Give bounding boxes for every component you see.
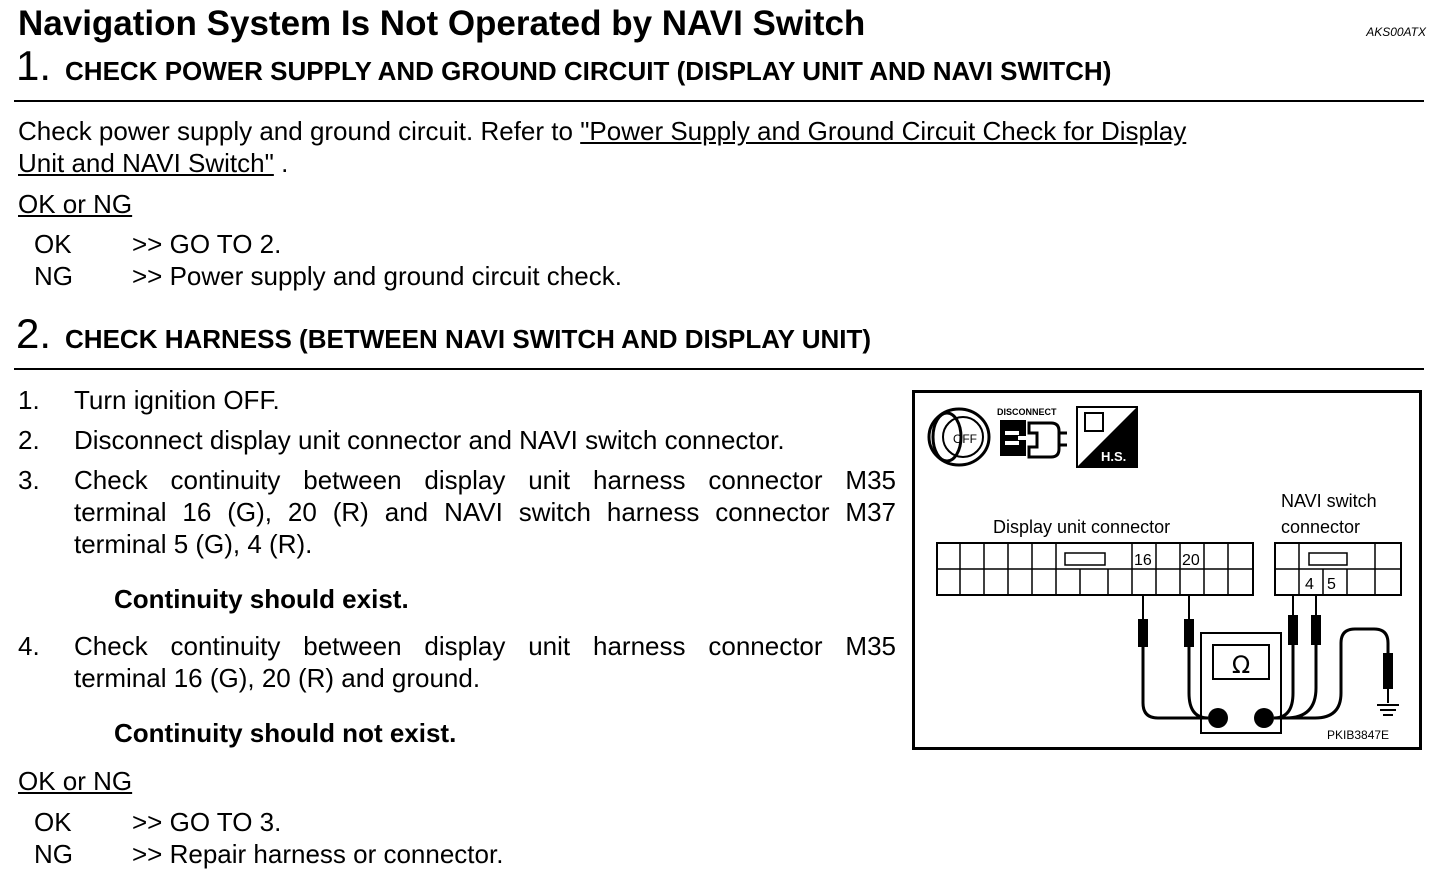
step-2-heading: CHECK HARNESS (BETWEEN NAVI SWITCH AND D… <box>65 324 872 354</box>
step-1-ok-ng-label: OK or NG <box>18 189 133 219</box>
step-2-number: 2. <box>16 310 52 357</box>
list-item: Check continuity between display unit ha… <box>74 631 896 661</box>
harness-side-icon: H.S. <box>1076 406 1138 468</box>
step-1-instruction-suffix: . <box>273 148 289 178</box>
ohm-symbol: Ω <box>1232 651 1250 679</box>
disconnect-label: DISCONNECT <box>997 407 1057 417</box>
list-item-cont: terminal 16 (G), 20 (R) and ground. <box>74 663 481 693</box>
list-item-number: 1. <box>18 385 40 415</box>
test-leads <box>1141 627 1390 720</box>
off-label: OFF <box>953 432 977 446</box>
ng-action: >> Repair harness or connector. <box>132 839 504 869</box>
terminal-20-label: 20 <box>1182 552 1200 569</box>
power-supply-ground-check-link-cont[interactable]: Unit and NAVI Switch" <box>18 148 274 178</box>
step-1-ng-row: NG >> Power supply and ground circuit ch… <box>0 261 900 293</box>
list-item: Disconnect display unit connector and NA… <box>74 425 785 455</box>
step-2-header: 2. CHECK HARNESS (BETWEEN NAVI SWITCH AND… <box>16 310 871 358</box>
step-2-divider <box>14 368 1424 370</box>
list-item-number: 2. <box>18 425 40 455</box>
terminal-4-label: 4 <box>1305 576 1314 593</box>
disconnect-icon: DISCONNECT <box>997 407 1067 459</box>
step-2-ok-row: OK >> GO TO 3. <box>0 807 900 839</box>
figure-id: PKIB3847E <box>1327 728 1389 742</box>
ok-action: >> GO TO 2. <box>132 229 282 259</box>
list-item-cont: terminal 16 (G), 20 (R) and NAVI switch … <box>74 497 896 527</box>
continuity-check-diagram: OFF DISCONNECT H.S. Display unit connect… <box>912 390 1422 750</box>
document-id: AKS00ATX <box>1366 25 1426 39</box>
step-1-instruction-line2: Unit and NAVI Switch" . <box>18 148 288 179</box>
continuity-spec-not-exist: Continuity should not exist. <box>114 718 457 748</box>
list-item-number: 3. <box>18 465 40 495</box>
display-unit-connector: 16 20 <box>936 542 1254 596</box>
navi-connector-label-1: NAVI switch <box>1281 491 1377 511</box>
step-2-ok-ng-label: OK or NG <box>18 766 133 796</box>
step-1-ok-row: OK >> GO TO 2. <box>0 229 900 261</box>
navi-connector-label-2: connector <box>1281 517 1360 537</box>
diagram-svg: OFF DISCONNECT H.S. Display unit connect… <box>927 406 1402 742</box>
step-1-divider <box>14 100 1424 102</box>
list-item-cont: terminal 5 (G), 4 (R). <box>74 529 313 559</box>
hs-label: H.S. <box>1101 449 1126 464</box>
power-supply-ground-check-link[interactable]: "Power Supply and Ground Circuit Check f… <box>580 116 1187 146</box>
step-1-instruction: Check power supply and ground circuit. R… <box>18 116 1186 147</box>
navi-switch-connector: 4 5 <box>1274 542 1402 596</box>
ng-action: >> Power supply and ground circuit check… <box>132 261 622 291</box>
list-item-number: 4. <box>18 631 40 661</box>
ng-key: NG <box>34 261 73 291</box>
terminal-5-label: 5 <box>1327 576 1336 593</box>
step-1-heading: CHECK POWER SUPPLY AND GROUND CIRCUIT (D… <box>65 56 1112 86</box>
step-1-instruction-prefix: Check power supply and ground circuit. R… <box>18 116 581 146</box>
test-probes <box>1138 595 1393 703</box>
step-1-header: 1. CHECK POWER SUPPLY AND GROUND CIRCUIT … <box>16 42 1111 90</box>
ok-action: >> GO TO 3. <box>132 807 282 837</box>
ng-key: NG <box>34 839 73 869</box>
step-2-ng-row: NG >> Repair harness or connector. <box>0 839 900 871</box>
ground-icon <box>1377 704 1399 716</box>
ignition-off-icon: OFF <box>927 407 991 467</box>
list-item: Check continuity between display unit ha… <box>74 465 896 495</box>
display-connector-label: Display unit connector <box>993 517 1170 537</box>
terminal-16-label: 16 <box>1134 552 1152 569</box>
list-item: Turn ignition OFF. <box>74 385 280 415</box>
ok-key: OK <box>34 807 72 837</box>
page-title: Navigation System Is Not Operated by NAV… <box>18 4 866 43</box>
continuity-spec-exist: Continuity should exist. <box>114 584 409 614</box>
step-1-number: 1. <box>16 42 52 89</box>
ok-key: OK <box>34 229 72 259</box>
ohmmeter-icon: Ω <box>1200 632 1282 734</box>
